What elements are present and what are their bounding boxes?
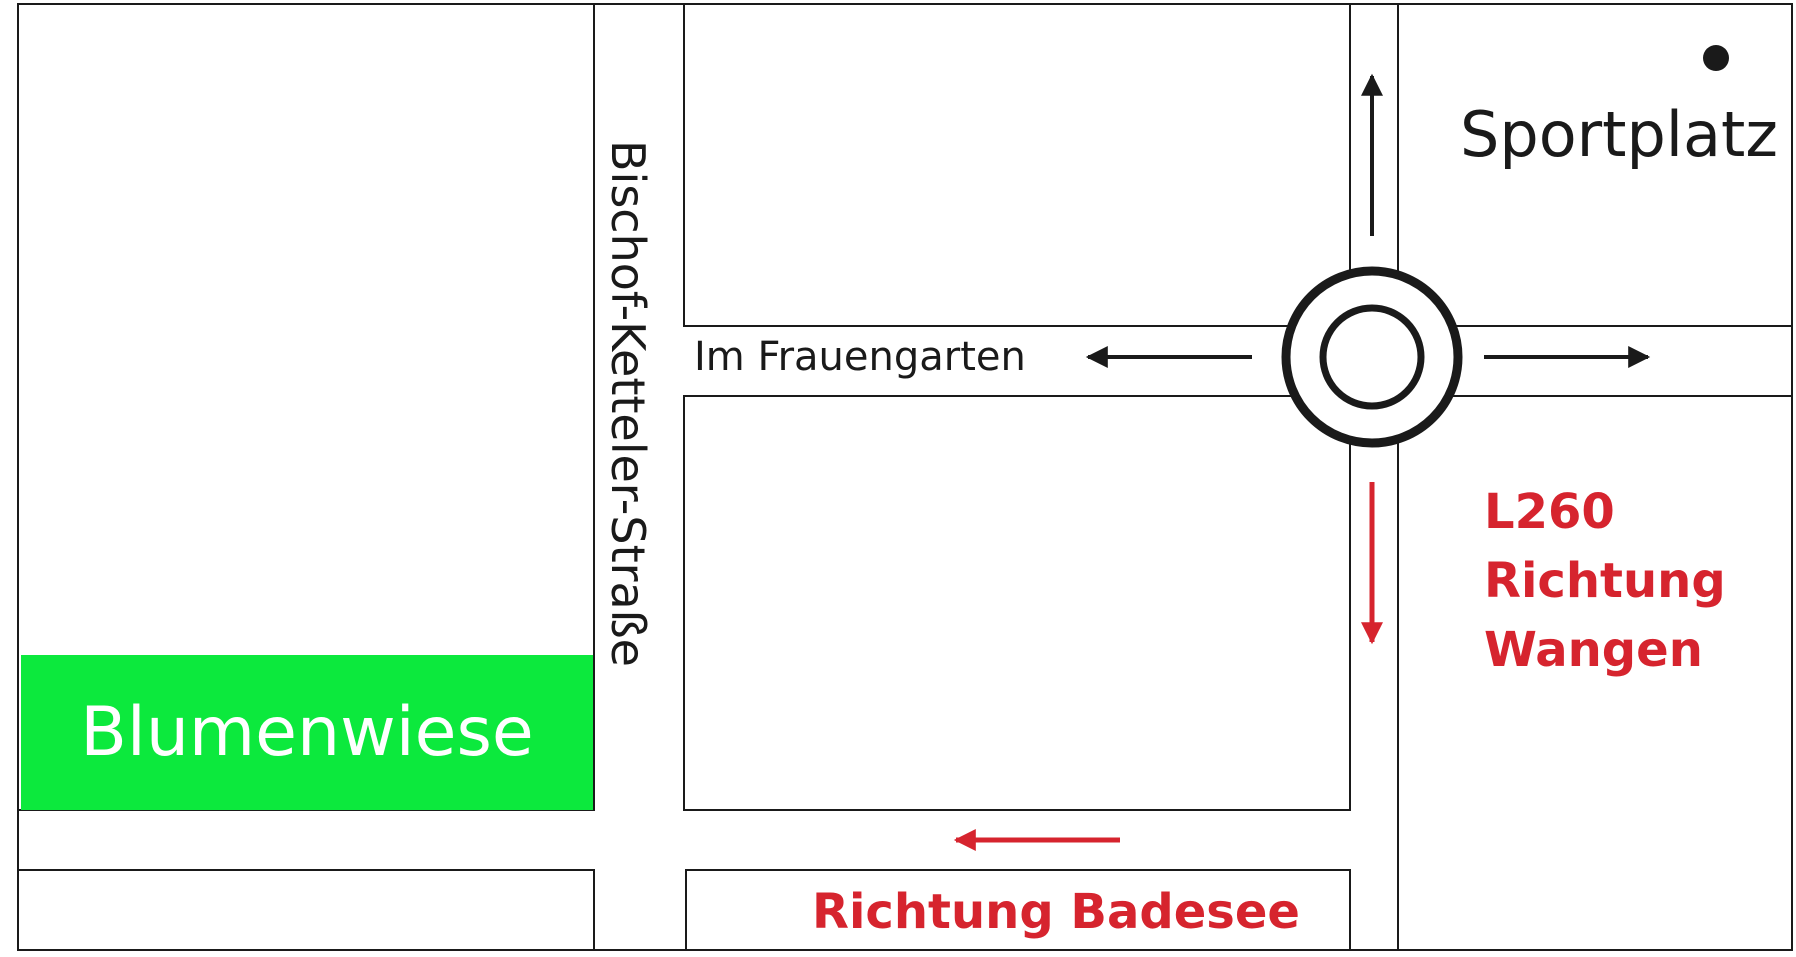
direction-l260-line1: L260 xyxy=(1484,484,1615,540)
direction-badesee: Richtung Badesee xyxy=(812,884,1300,940)
dot-marker-icon xyxy=(1703,45,1729,71)
direction-l260-line3: Wangen xyxy=(1484,622,1703,678)
roundabout-icon xyxy=(1281,266,1463,448)
place-label-sportplatz: Sportplatz xyxy=(1460,98,1778,171)
direction-l260-line2: Richtung xyxy=(1484,553,1726,609)
street-label-bischof-ketteler: Bischof-Ketteler-Straße xyxy=(601,140,655,667)
place-highlight-blumenwiese: Blumenwiese xyxy=(21,655,593,810)
block-bottom-left xyxy=(17,869,595,951)
block-bottom-middle xyxy=(685,869,1351,951)
place-label-blumenwiese: Blumenwiese xyxy=(80,692,534,772)
block-mid-middle xyxy=(683,395,1351,811)
street-label-im-frauengarten: Im Frauengarten xyxy=(694,334,1026,380)
block-top-middle xyxy=(683,3,1351,327)
block-bottom-right xyxy=(1397,395,1793,951)
